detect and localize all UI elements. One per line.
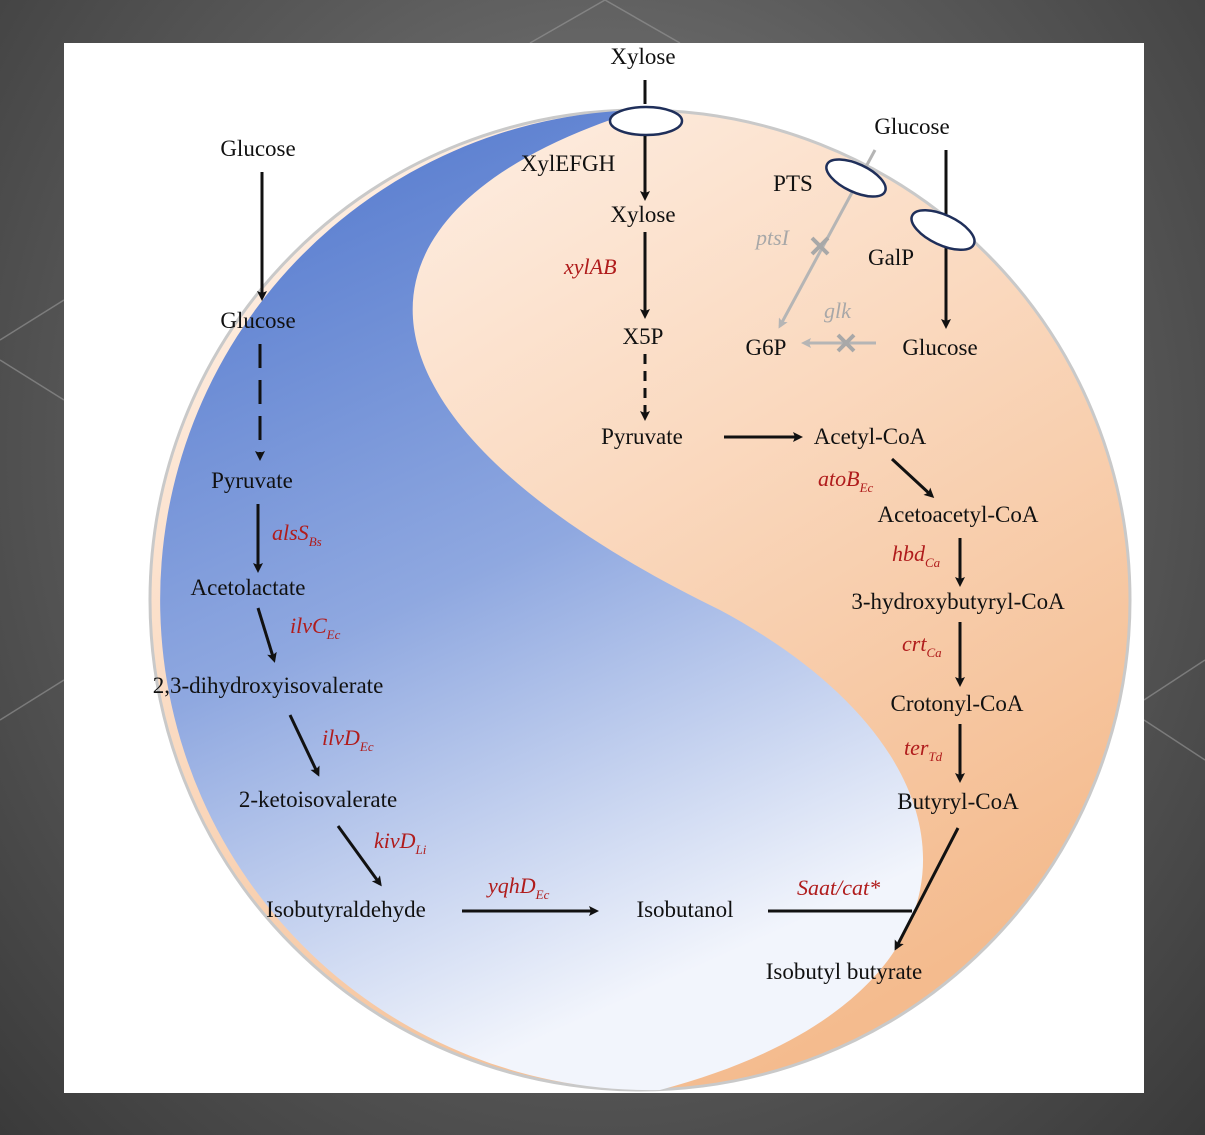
pyruvate-right: Pyruvate xyxy=(601,424,683,449)
pts-label: PTS xyxy=(773,171,813,196)
glucose-extracellular-left: Glucose xyxy=(220,136,295,161)
isobutanol: Isobutanol xyxy=(636,897,733,922)
isobutyl-butyrate: Isobutyl butyrate xyxy=(766,959,923,984)
glucose-intracellular-left: Glucose xyxy=(220,308,295,333)
xylefgh-transporter xyxy=(610,107,682,135)
xylefgh-label: XylEFGH xyxy=(521,151,616,176)
dihydroxyisovalerate: 2,3-dihydroxyisovalerate xyxy=(153,673,384,698)
acetoacetyl-coa: Acetoacetyl-CoA xyxy=(878,502,1039,527)
crotonyl-coa: Crotonyl-CoA xyxy=(891,691,1024,716)
enzyme-xylab: xylAB xyxy=(563,254,617,279)
acetolactate: Acetolactate xyxy=(191,575,306,600)
enzyme-ptsi: ptsI xyxy=(754,225,791,250)
acetyl-coa: Acetyl-CoA xyxy=(814,424,927,449)
glucose-extracellular-right: Glucose xyxy=(874,114,949,139)
xylose-intracellular: Xylose xyxy=(610,202,675,227)
galp-label: GalP xyxy=(868,245,914,270)
enzyme-glk: glk xyxy=(824,298,852,323)
x5p: X5P xyxy=(623,324,664,349)
xylose-extracellular: Xylose xyxy=(610,44,675,69)
enzyme-saat: Saat/cat* xyxy=(797,875,880,900)
g6p: G6P xyxy=(746,335,787,360)
isobutyraldehyde: Isobutyraldehyde xyxy=(266,897,426,922)
pyruvate-left: Pyruvate xyxy=(211,468,293,493)
glucose-intracellular-right: Glucose xyxy=(902,335,977,360)
butyryl-coa: Butyryl-CoA xyxy=(897,789,1019,814)
ketoisovalerate: 2-ketoisovalerate xyxy=(239,787,397,812)
hydroxybutyryl-coa: 3-hydroxybutyryl-CoA xyxy=(851,589,1065,614)
